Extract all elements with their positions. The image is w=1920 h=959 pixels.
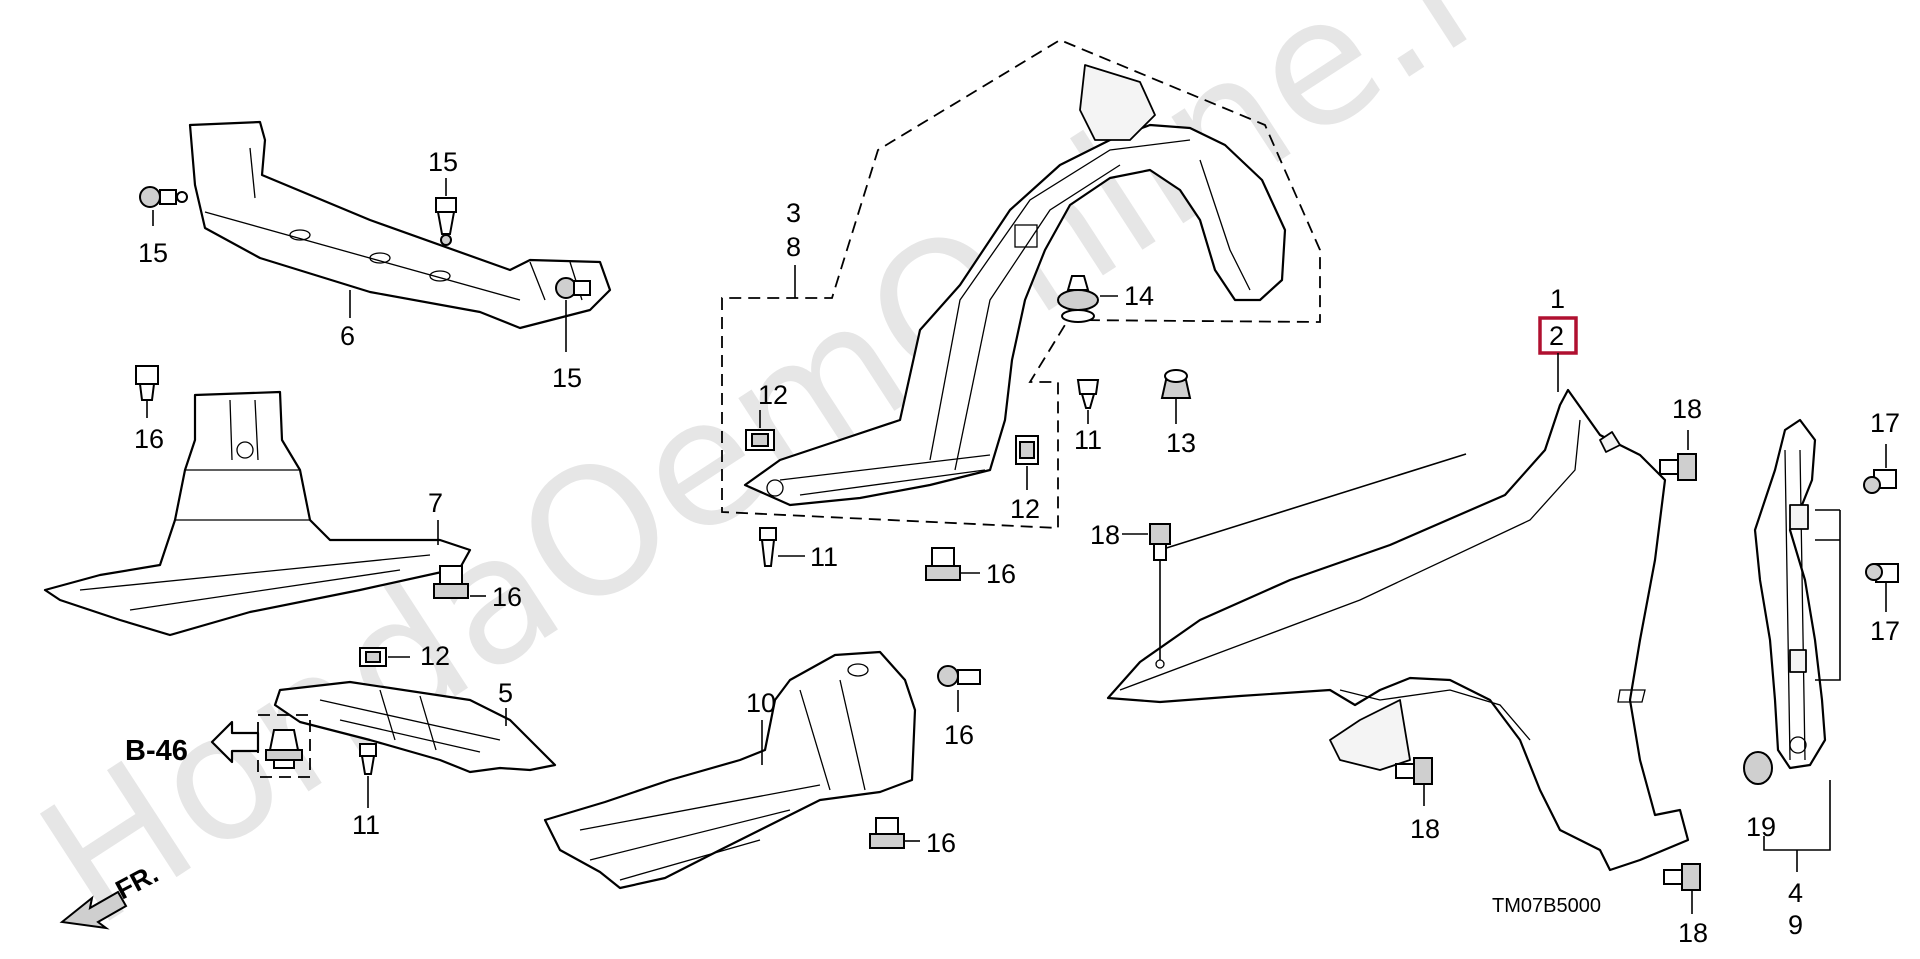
callout-16-liner: 16 [986,559,1016,589]
bolt-16-left-lower[interactable] [433,565,469,599]
callout-18-lower: 18 [1410,814,1440,844]
screw-11-lower[interactable] [359,743,377,775]
callout-15-center: 15 [428,147,458,177]
bolt-16-liner[interactable] [925,547,961,581]
callout-18-bottom: 18 [1678,918,1708,948]
nut-12-liner-right[interactable] [1015,435,1039,465]
callout-7: 7 [428,488,443,518]
callout-11-liner-right: 11 [1074,425,1102,455]
bolt-18-bottom[interactable] [1663,863,1701,891]
callout-5: 5 [498,678,513,708]
callout-12-liner-left: 12 [758,380,788,410]
bolt-16-left-upper[interactable] [135,365,159,401]
front-arrow-icon [59,890,128,930]
bolt-16-rear-upper[interactable] [937,665,981,687]
part-6-splash-shield[interactable] [188,120,612,330]
callout-16-rear-upper: 16 [944,720,974,750]
screw-11-liner-right[interactable] [1076,379,1100,409]
callout-16-rear-lower: 16 [926,828,956,858]
nut-12-lower[interactable] [359,647,387,667]
clip-b46 [265,729,303,769]
bolt-17-lower[interactable] [1865,563,1899,583]
bolt-18-fender-top[interactable] [1659,453,1697,481]
callout-6: 6 [340,321,355,351]
callout-16-left-upper: 16 [134,424,164,454]
liner-group-frame [721,38,1321,529]
callout-1: 1 [1550,284,1565,314]
callout-15-left: 15 [138,238,168,268]
nut-12-liner-left[interactable] [745,429,775,451]
callout-11-lower: 11 [352,810,380,840]
part-10-rear-cover[interactable] [543,650,917,890]
callout-19: 19 [1746,812,1776,842]
callout-17-lower: 17 [1870,616,1900,646]
bolt-17-upper[interactable] [1863,469,1897,494]
clip-15-left[interactable] [139,186,188,208]
part-1-2-front-fender[interactable] [1106,388,1690,872]
callout-12-lower: 12 [420,641,450,671]
b46-label: B-46 [125,735,188,767]
screw-11-liner-left[interactable] [759,527,777,567]
part-5-under-cover[interactable] [273,680,557,774]
bolt-16-rear-lower[interactable] [869,817,905,849]
callout-13: 13 [1166,428,1196,458]
cap-19[interactable] [1743,751,1773,785]
callout-3: 3 [786,198,801,228]
callout-15-right: 15 [552,363,582,393]
part-3-8-fender-liner[interactable] [743,64,1287,507]
clip-15-center[interactable] [435,197,457,246]
callout-10: 10 [746,688,776,718]
callout-2: 2 [1549,321,1564,351]
callout-8: 8 [786,232,801,262]
callout-9: 9 [1788,910,1803,940]
bolt-18-lower[interactable] [1395,757,1433,785]
callout-4: 4 [1788,878,1803,908]
callout-11-liner-left: 11 [810,542,838,572]
part-4-9-fender-bracket[interactable] [1753,418,1827,770]
callout-12-liner-right: 12 [1010,494,1040,524]
part-7-lower-cover[interactable] [43,390,472,637]
callout-14: 14 [1124,281,1154,311]
b46-reference[interactable]: B-46 [125,714,311,778]
callout-16-left-lower: 16 [492,582,522,612]
callout-18-fender-top: 18 [1672,394,1702,424]
clip-15-right[interactable] [555,277,591,299]
plug-13[interactable] [1160,369,1192,399]
bolt-18-upper-left[interactable] [1149,523,1171,561]
clip-14[interactable] [1057,275,1099,323]
callout-18-upper-left: 18 [1090,520,1120,550]
diagram-code: TM07B5000 [1492,895,1601,917]
callout-17-upper: 17 [1870,408,1900,438]
